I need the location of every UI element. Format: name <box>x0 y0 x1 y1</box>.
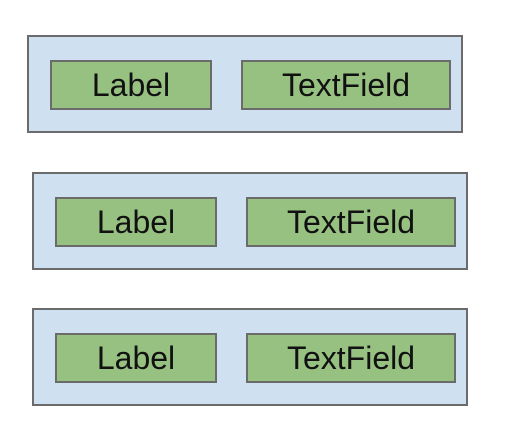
form-row-2: Label TextField <box>32 172 468 270</box>
label-box: Label <box>50 60 212 110</box>
textfield-box: TextField <box>241 60 451 110</box>
form-row-3: Label TextField <box>32 308 468 406</box>
textfield-box: TextField <box>246 197 456 247</box>
label-box: Label <box>55 197 217 247</box>
label-box: Label <box>55 333 217 383</box>
textfield-box: TextField <box>246 333 456 383</box>
form-row-1: Label TextField <box>27 35 463 133</box>
